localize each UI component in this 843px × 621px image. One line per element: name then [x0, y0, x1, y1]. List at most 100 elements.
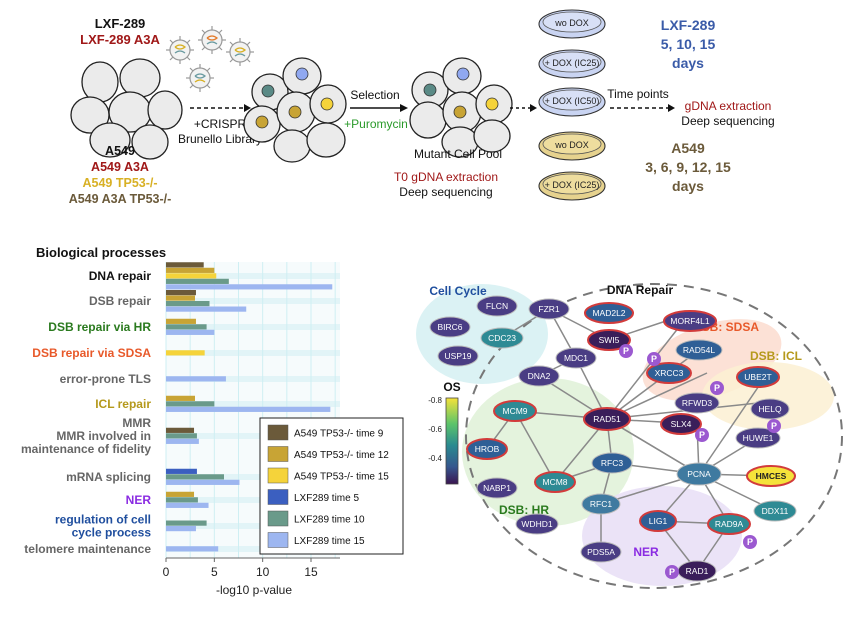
svg-text:RFWD3: RFWD3	[682, 398, 712, 408]
svg-text:BIRC6: BIRC6	[437, 322, 462, 332]
category-label: DSB repair via SDSA	[32, 346, 151, 360]
network-node[interactable]: USP19	[437, 345, 479, 367]
arrow-head	[530, 104, 537, 112]
svg-text:MCM9: MCM9	[502, 406, 527, 416]
bar	[166, 318, 196, 324]
legend-label: LXF289 time 15	[294, 536, 365, 547]
bar	[166, 491, 195, 497]
a549-days: 3, 6, 9, 12, 15	[645, 159, 731, 175]
bar	[166, 273, 217, 279]
network-node[interactable]: FZR1	[528, 298, 570, 320]
network-node[interactable]: CDC23	[480, 327, 524, 349]
os-tick: -0.8	[428, 396, 442, 405]
category-label: DSB repair via HR	[48, 320, 151, 334]
network-node[interactable]: RAD54L	[675, 339, 723, 361]
bar	[166, 433, 197, 439]
bar	[166, 438, 199, 444]
bar	[166, 278, 229, 284]
network-node[interactable]: RFC1	[581, 493, 621, 515]
category-label: MMR	[122, 416, 151, 430]
network-node[interactable]: RFWD3	[674, 392, 720, 414]
category-label: regulation of cell	[55, 513, 151, 527]
svg-text:SLX4: SLX4	[671, 419, 692, 429]
bar	[166, 284, 333, 290]
phospho-markers: P P P P P P P	[619, 344, 781, 579]
dish-label: wo DOX	[554, 140, 589, 150]
network-node[interactable]: LIG1	[639, 510, 677, 532]
network-node[interactable]: BIRC6	[429, 316, 471, 338]
bar	[166, 479, 240, 485]
x-tick-label: 0	[163, 565, 170, 579]
legend-swatch	[267, 532, 289, 548]
cell-line-label: A549 TP53-/-	[82, 176, 157, 190]
network-node[interactable]: MAD2L2	[584, 302, 634, 324]
region-label: DSB: HR	[499, 503, 549, 517]
network-node[interactable]: MCM9	[493, 400, 537, 422]
svg-text:USP19: USP19	[445, 351, 472, 361]
network-node[interactable]: HMCES	[746, 465, 796, 487]
network-node[interactable]: RAD1	[677, 560, 717, 582]
svg-text:MDC1: MDC1	[564, 353, 588, 363]
svg-text:P: P	[714, 383, 720, 393]
x-axis-label: -log10 p-value	[216, 583, 292, 597]
network-node[interactable]: SLX4	[660, 413, 702, 435]
dish: + DOX (IC25)	[538, 49, 606, 79]
svg-text:HROB: HROB	[475, 444, 500, 454]
network-node[interactable]: MORF4L1	[663, 310, 717, 332]
time-points-label: Time points	[607, 87, 669, 101]
bar	[166, 520, 207, 526]
cell-line-label: A549	[105, 144, 135, 158]
network-node[interactable]: RAD51	[583, 407, 631, 431]
cell-line-label: A549 A3A TP53-/-	[69, 192, 172, 206]
network-node[interactable]: UBE2T	[736, 366, 780, 388]
bar	[166, 306, 247, 312]
svg-text:NABP1: NABP1	[483, 483, 511, 493]
phospho-icon: P	[665, 565, 679, 579]
svg-text:MCM8: MCM8	[542, 477, 567, 487]
network-node[interactable]: DNA2	[518, 365, 560, 387]
bar	[166, 301, 210, 307]
svg-text:HUWE1: HUWE1	[743, 433, 774, 443]
network-node[interactable]: NABP1	[476, 477, 518, 499]
legend-label: LXF289 time 10	[294, 515, 365, 526]
dish: wo DOX	[538, 131, 606, 161]
svg-text:P: P	[747, 537, 753, 547]
network-node[interactable]: RAD9A	[707, 513, 751, 535]
category-label: DNA repair	[89, 269, 152, 283]
network-node[interactable]: FLCN	[476, 295, 518, 317]
arrow-head	[668, 104, 675, 112]
svg-text:DDX11: DDX11	[762, 506, 789, 516]
network-node[interactable]: MCM8	[534, 471, 576, 493]
selection-label: Selection	[350, 88, 399, 102]
bar	[166, 395, 195, 401]
network-node[interactable]: HUWE1	[735, 427, 781, 449]
network-node[interactable]: SWI5	[587, 329, 631, 351]
network-node[interactable]: WDHD1	[515, 513, 559, 535]
phospho-icon: P	[647, 352, 661, 366]
dish-label: wo DOX	[554, 18, 589, 28]
svg-text:UBE2T: UBE2T	[744, 372, 771, 382]
svg-text:PDS5A: PDS5A	[587, 547, 615, 557]
legend-label: A549 TP53-/- time 9	[294, 429, 384, 440]
svg-text:WDHD1: WDHD1	[521, 519, 552, 529]
network-node[interactable]: HROB	[466, 438, 508, 460]
mutant-pool-label: Mutant Cell Pool	[414, 147, 502, 161]
network-node[interactable]: XRCC3	[646, 362, 692, 384]
bar	[166, 546, 219, 552]
os-tick: -0.4	[428, 454, 442, 463]
bar	[166, 406, 331, 412]
t0-extraction-label: T0 gDNA extraction	[394, 170, 498, 184]
network-node[interactable]: PDS5A	[580, 541, 622, 563]
network-node[interactable]: MDC1	[555, 347, 597, 369]
category-label: MMR involved in	[56, 429, 151, 443]
network-node[interactable]: DDX11	[753, 500, 797, 522]
bar	[166, 329, 215, 335]
cell-line-label: A549 A3A	[91, 160, 149, 174]
svg-text:P: P	[771, 421, 777, 431]
network-node[interactable]: RFC3	[591, 452, 633, 474]
legend-label: A549 TP53-/- time 15	[294, 472, 389, 483]
network-node[interactable]: PCNA	[676, 462, 722, 486]
os-colorbar	[445, 397, 459, 485]
network-node[interactable]: HELQ	[750, 398, 790, 420]
svg-text:P: P	[623, 346, 629, 356]
